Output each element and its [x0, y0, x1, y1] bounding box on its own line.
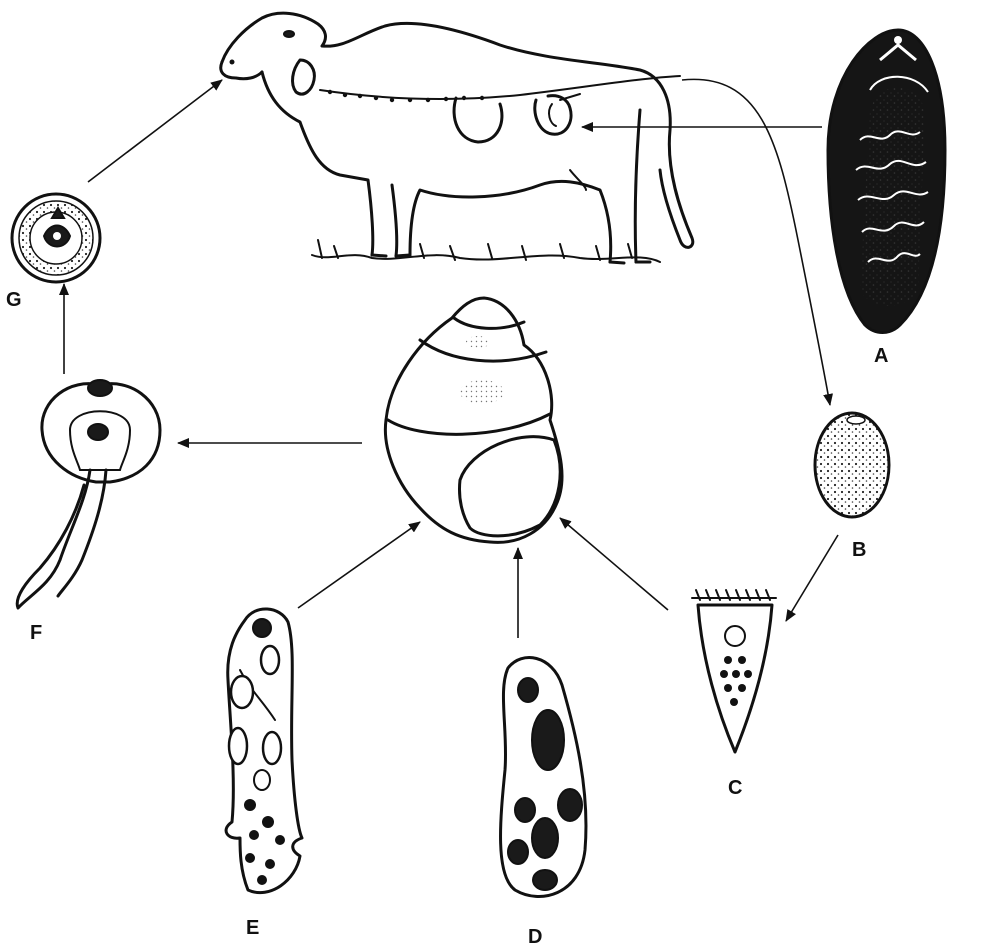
sheep-host-illustration	[221, 13, 693, 263]
sporocyst-d	[501, 658, 586, 897]
label-d: D	[528, 926, 542, 947]
sheep-intestine-dots	[328, 90, 484, 102]
egg-b	[815, 413, 889, 517]
redia-e	[226, 609, 302, 893]
adult-fluke-a	[828, 30, 945, 333]
label-e: E	[246, 917, 259, 939]
label-g: G	[6, 289, 22, 311]
arrow-redia-to-snail	[298, 522, 420, 608]
arrow-metacercaria-to-host	[88, 80, 222, 182]
grass	[312, 240, 660, 262]
cercaria-f	[17, 380, 160, 608]
snail-intermediate-host	[385, 298, 562, 542]
label-c: C	[728, 777, 742, 799]
miracidium-c	[692, 590, 776, 752]
label-f: F	[30, 622, 42, 644]
label-b: B	[852, 539, 866, 561]
lifecycle-arrows	[64, 79, 838, 638]
arrow-egg-to-miracidium	[786, 535, 838, 621]
arrow-miracidium-to-snail	[560, 518, 668, 610]
metacercaria-g	[12, 194, 100, 282]
label-a: A	[874, 345, 888, 367]
arrow-host-to-egg	[682, 79, 830, 405]
